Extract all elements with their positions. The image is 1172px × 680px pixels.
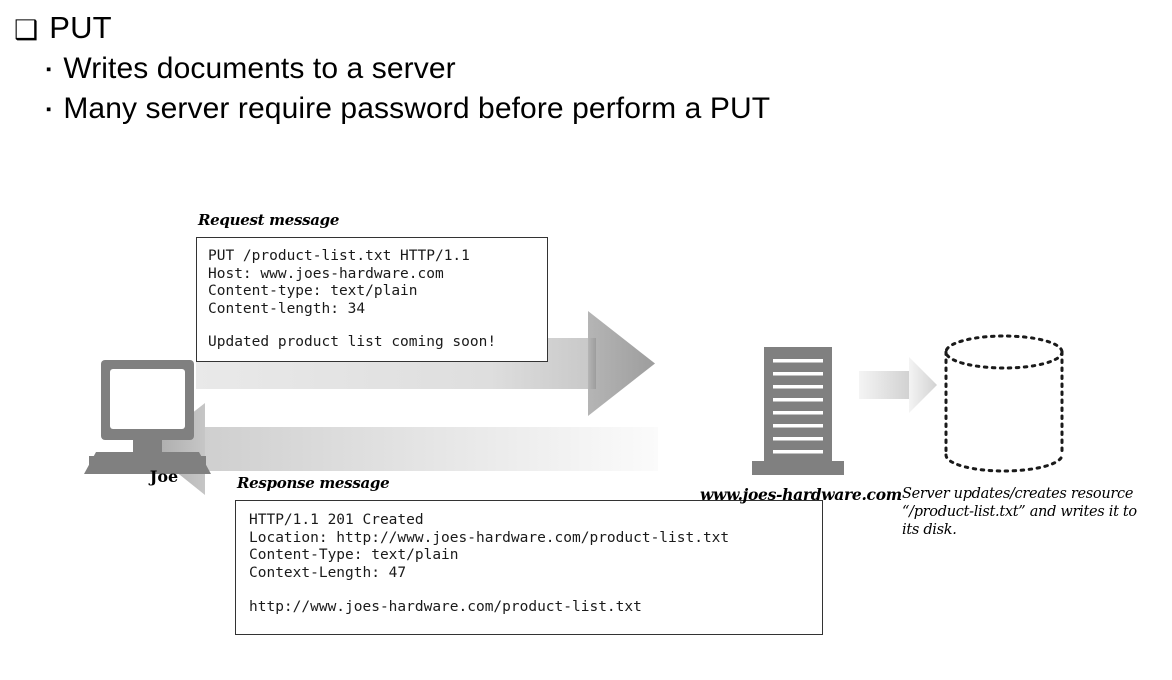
response-message-box: HTTP/1.1 201 Created Location: http://ww…	[235, 500, 823, 635]
storage-caption: Server updates/creates resource “/produc…	[902, 486, 1137, 538]
response-headers: HTTP/1.1 201 Created Location: http://ww…	[249, 512, 730, 581]
server-hostname-label: www.joes-hardware.com	[700, 485, 902, 504]
response-arrow	[147, 403, 658, 495]
request-body: Updated product list coming soon!	[208, 334, 497, 350]
bullet-text-password: Many server require password before perf…	[63, 92, 771, 125]
server-tower-icon	[752, 347, 844, 475]
bullet-item-writes-documents: ▪ Writes documents to a server	[0, 52, 1172, 86]
slide-bullet-list: ❑ PUT ▪ Writes documents to a server ▪ M…	[0, 0, 1172, 126]
checkbox-bullet-icon: ❑	[14, 15, 39, 45]
request-message-label: Request message	[198, 211, 340, 229]
square-bullet-icon: ▪	[46, 101, 52, 118]
client-name-label: Joe	[149, 467, 179, 486]
response-message-label: Response message	[237, 474, 390, 492]
square-bullet-icon: ▪	[46, 61, 52, 78]
bullet-text-writes-documents: Writes documents to a server	[63, 52, 456, 85]
response-body: http://www.joes-hardware.com/product-lis…	[249, 599, 642, 615]
request-headers: PUT /product-list.txt HTTP/1.1 Host: www…	[208, 248, 470, 317]
bullet-text-put: PUT	[49, 10, 112, 45]
database-cylinder-icon	[944, 334, 1064, 473]
desktop-computer-icon	[84, 360, 211, 474]
bullet-item-put: ❑ PUT	[0, 10, 1172, 46]
request-message-box: PUT /product-list.txt HTTP/1.1 Host: www…	[196, 237, 548, 362]
diagram-graphics-layer	[84, 311, 1064, 495]
http-put-diagram: Request message PUT /product-list.txt HT…	[0, 175, 1172, 680]
bullet-item-password: ▪ Many server require password before pe…	[0, 92, 1172, 126]
write-arrow	[859, 357, 937, 413]
